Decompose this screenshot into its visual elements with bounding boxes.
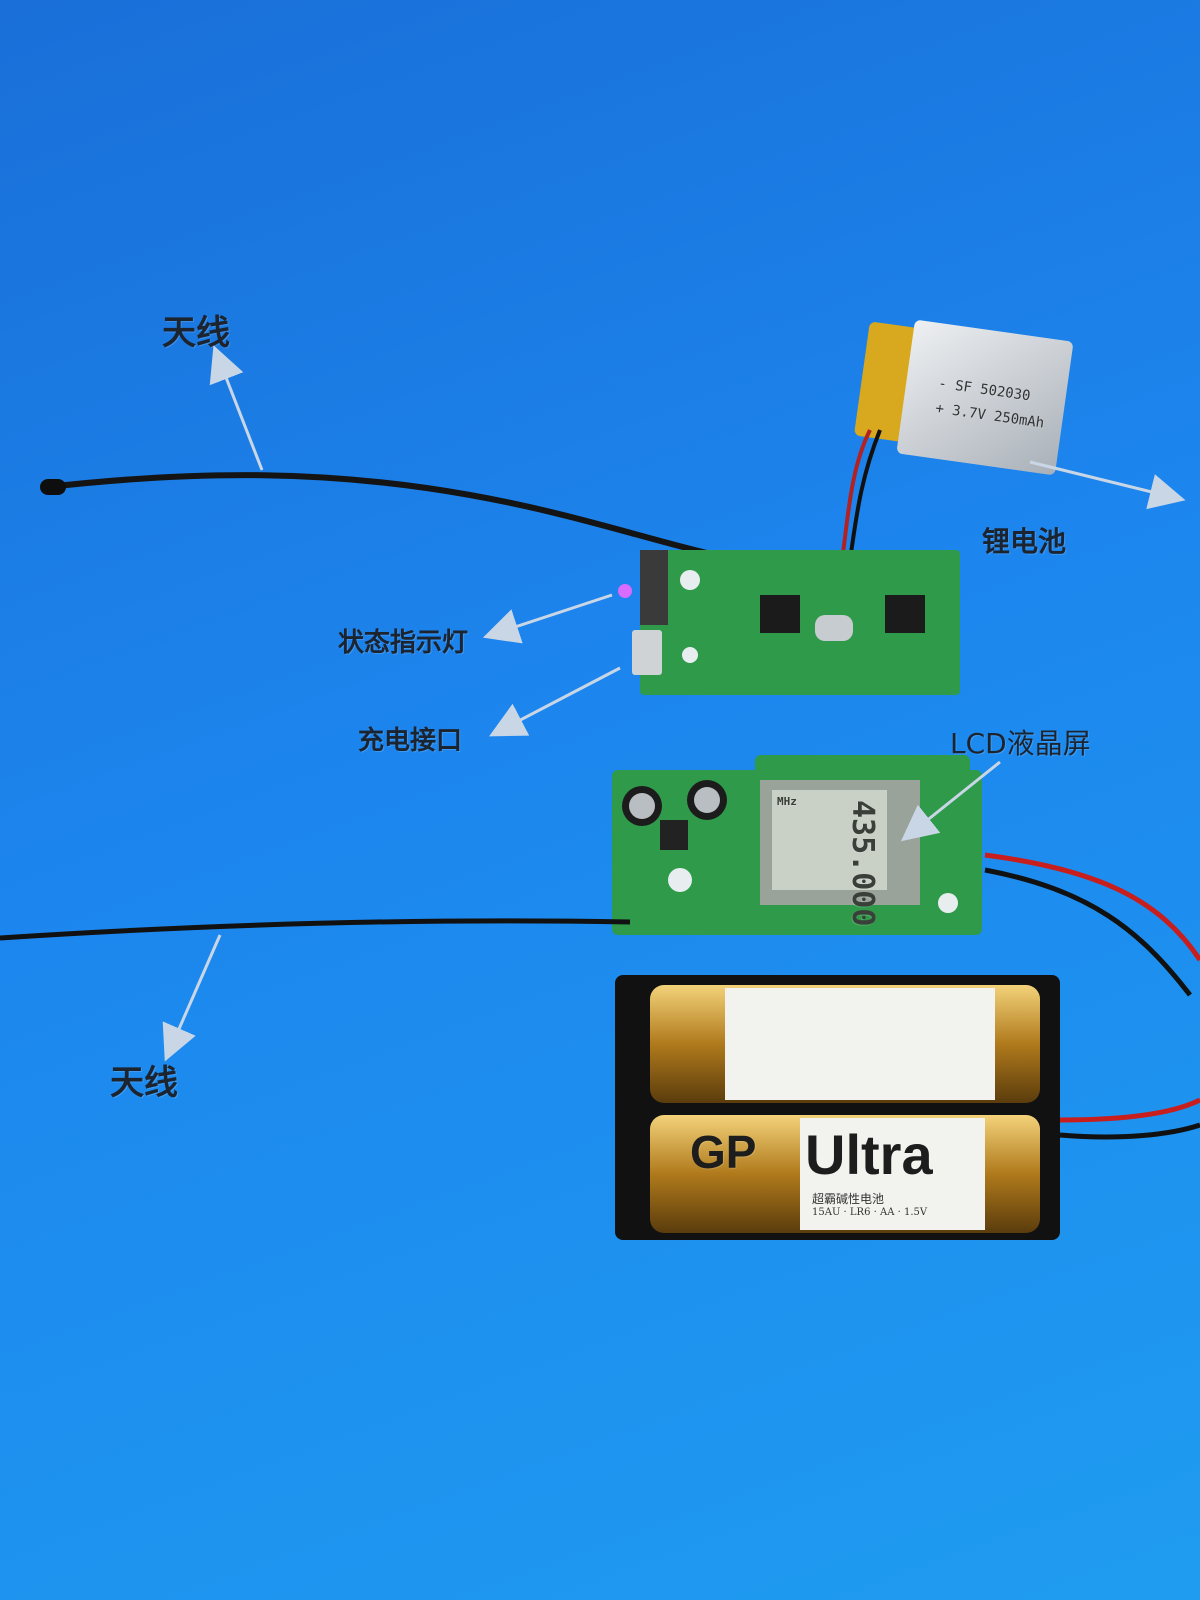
label-charge-port: 充电接口 bbox=[358, 726, 463, 756]
lcd-reading: 435.000 bbox=[845, 800, 880, 927]
label-lcd-screen: LCD液晶屏 bbox=[950, 727, 1091, 760]
arrow-antenna-bottom bbox=[162, 934, 222, 1062]
antenna-tip bbox=[40, 479, 66, 495]
aa-battery-subtitle: 超霸碱性电池 bbox=[812, 1192, 885, 1206]
label-antenna-bottom: 天线 bbox=[110, 1063, 178, 1103]
lipo-battery bbox=[840, 320, 1073, 561]
arrow-battery bbox=[1029, 460, 1186, 510]
aa-battery-spec: 15AU · LR6 · AA · 1.5V bbox=[812, 1207, 928, 1218]
arrow-lcd bbox=[900, 760, 1001, 842]
lcd-unit: MHz bbox=[777, 795, 797, 808]
arrow-antenna-top bbox=[209, 345, 264, 471]
aa-battery-holder bbox=[615, 975, 1200, 1240]
bottom-antenna-wire bbox=[0, 918, 631, 941]
receiver-pcb bbox=[612, 755, 982, 935]
arrow-charge-port bbox=[489, 666, 621, 737]
transmitter-pcb bbox=[618, 550, 960, 695]
label-lithium-battery: 锂电池 bbox=[982, 525, 1067, 558]
aa-battery-brand: GP bbox=[690, 1126, 757, 1178]
label-status-light: 状态指示灯 bbox=[338, 628, 469, 658]
arrow-status-light bbox=[482, 593, 613, 644]
label-antenna-top: 天线 bbox=[162, 313, 230, 353]
aa-battery-model: Ultra bbox=[805, 1123, 933, 1186]
top-antenna-wire bbox=[47, 472, 781, 568]
